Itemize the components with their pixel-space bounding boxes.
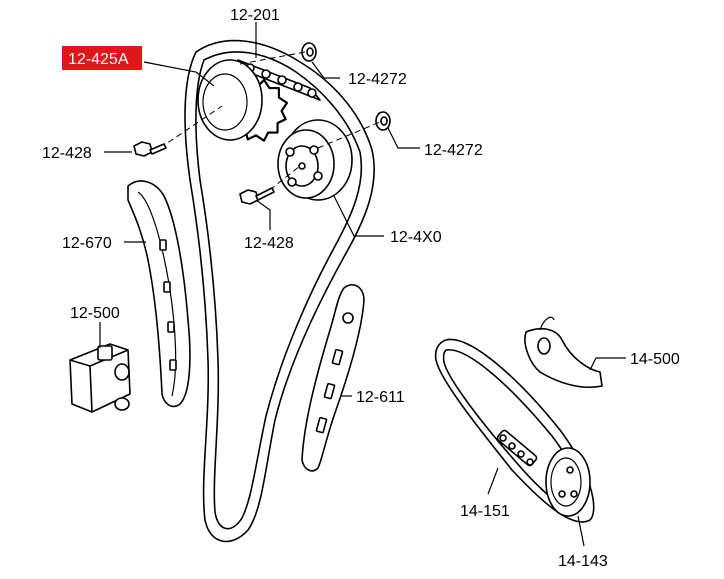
- label-intake-sprocket: 12-425A: [68, 51, 129, 68]
- washer-mid: [375, 111, 391, 131]
- washer-top: [301, 42, 317, 62]
- alignment-line-washer-mid: [317, 121, 381, 149]
- chain-guide-left: [127, 180, 191, 408]
- alignment-line-bolt-center: [261, 165, 301, 197]
- label-oil-pump-tensioner: 14-500: [630, 351, 680, 368]
- alignment-line-intake: [159, 105, 223, 149]
- timing-chain: [184, 39, 375, 543]
- bolt-left: [133, 141, 167, 157]
- label-tensioner: 12-500: [70, 305, 120, 322]
- variable-timing-actuator: [277, 119, 353, 201]
- oil-pump-chain-tensioner: [524, 316, 603, 389]
- label-washer-mid: 12-4272: [424, 142, 483, 159]
- label-camshaft-chain: 12-201: [230, 7, 280, 24]
- label-washer-top: 12-4272: [348, 71, 407, 88]
- label-chain-guide-left: 12-670: [62, 235, 112, 252]
- alignment-line-washer-top: [239, 51, 306, 65]
- leader-lines: [99, 22, 626, 547]
- label-chain-guide-right: 12-611: [356, 389, 405, 406]
- intake-sprocket-teeth: [197, 59, 263, 141]
- bolt-center: [239, 187, 275, 205]
- label-variable-timing-actuator: 12-4X0: [390, 229, 442, 246]
- label-bolt-center: 12-428: [244, 235, 294, 252]
- chain-guide-right: [301, 284, 365, 472]
- oil-pump-chain-links: [496, 429, 538, 467]
- highlight-box: [62, 46, 142, 70]
- chain-tensioner: [69, 343, 131, 413]
- label-bolt-left: 12-428: [42, 145, 92, 162]
- label-oil-pump-sprocket: 14-143: [558, 553, 608, 570]
- oil-pump-chain: [434, 338, 595, 523]
- oil-pump-sprocket: [545, 447, 591, 517]
- label-oil-pump-chain: 14-151: [460, 503, 510, 520]
